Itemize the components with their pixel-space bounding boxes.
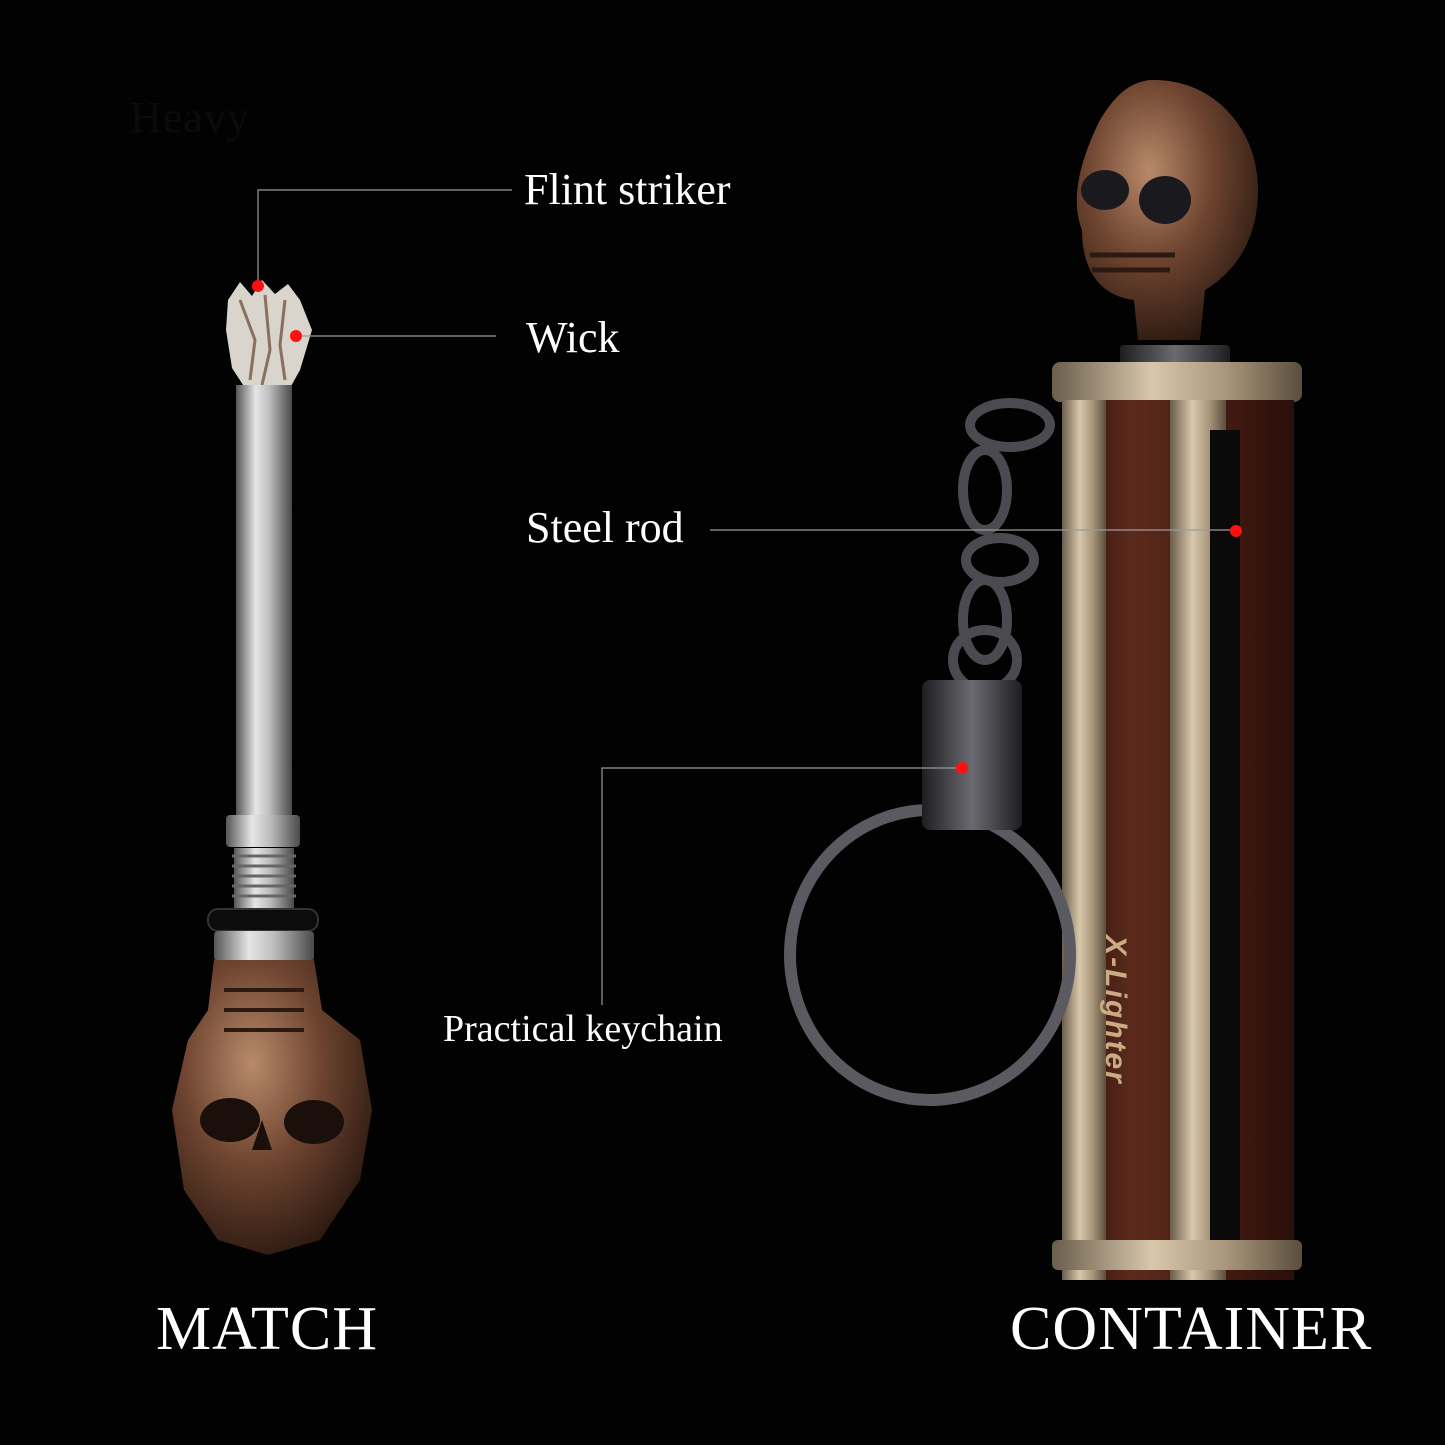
match-rod: [236, 385, 292, 817]
match-title: MATCH: [156, 1295, 379, 1363]
ghost-watermark-text: Heavy: [130, 93, 250, 142]
steel-rod-label: Steel rod: [526, 503, 684, 552]
marker-dots: [252, 280, 1242, 774]
container-body: [1052, 362, 1302, 1280]
practical-keychain-label: Practical keychain: [443, 1008, 723, 1050]
match-base-ring: [214, 931, 314, 961]
flint-striker-leader: [257, 189, 512, 285]
flint-striker-dot: [252, 280, 264, 292]
wick-tuft: [226, 280, 312, 388]
match-skull: [172, 960, 372, 1255]
wick-label: Wick: [526, 313, 620, 362]
leader-lines: [257, 189, 1236, 1005]
match-o-ring: [207, 908, 319, 932]
flint-striker-label: Flint striker: [524, 165, 731, 214]
container-title: CONTAINER: [1010, 1295, 1373, 1363]
wick-dot: [290, 330, 302, 342]
keychain-dot: [956, 762, 968, 774]
steel-rod-dot: [1230, 525, 1242, 537]
match-threads: [232, 848, 296, 908]
brand-engraving: X-Lighter: [1099, 935, 1132, 1085]
match-collar: [226, 815, 300, 847]
keychain-tag: [922, 680, 1022, 830]
container-skull-cap: [1076, 79, 1258, 367]
keychain-leader: [601, 767, 962, 1005]
